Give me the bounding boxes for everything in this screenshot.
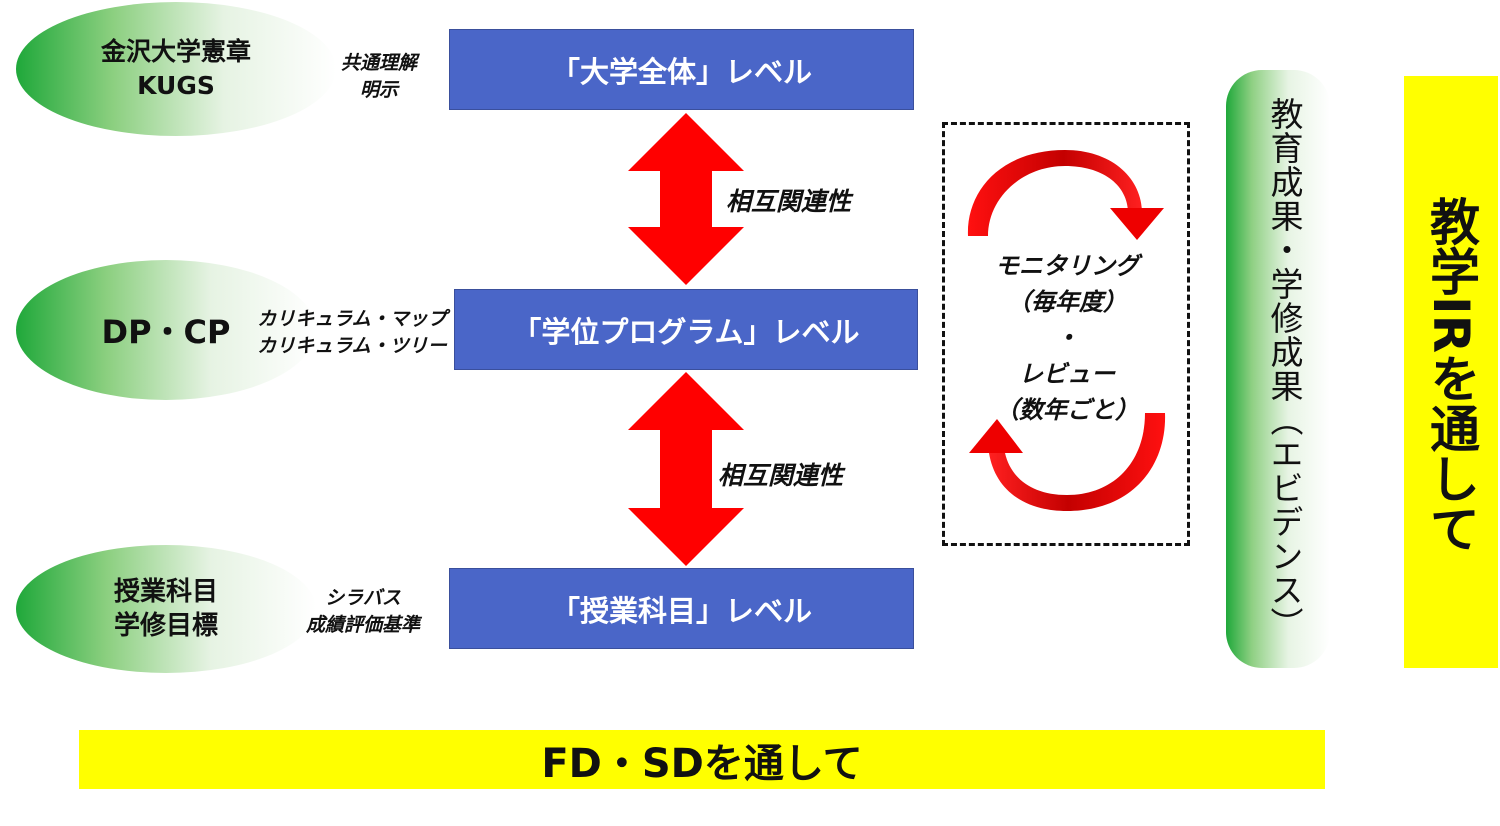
ir-label: 教学IRを通して <box>1406 190 1496 560</box>
evidence-text: 教育成果・学修成果（エビデンス） <box>1265 97 1304 641</box>
evidence-label: 教育成果・学修成果（エビデンス） <box>1254 84 1314 654</box>
double-arrow-upper <box>628 113 744 285</box>
ir-panel <box>1404 76 1498 668</box>
note-line: 成績評価基準 <box>305 614 420 636</box>
ellipse-line: 学修目標 <box>113 611 218 641</box>
level-university: 「大学全体」レベル <box>449 29 914 110</box>
ellipse-line: KUGS <box>137 71 215 100</box>
note-line: 明示 <box>359 79 398 101</box>
cycle-line: （毎年度） <box>1007 288 1127 316</box>
level-label: 「授業科目」レベル <box>550 593 812 628</box>
note-syllabus: シラバス 成績評価基準 <box>288 585 438 639</box>
cycle-line: （数年ごと） <box>995 396 1139 424</box>
cycle-arrow-bottom <box>969 413 1166 511</box>
level-label: 「大学全体」レベル <box>550 54 812 89</box>
level-label: 「学位プログラム」レベル <box>512 314 860 349</box>
note-curriculum: カリキュラム・マップ カリキュラム・ツリー <box>254 306 450 360</box>
level-degree-program: 「学位プログラム」レベル <box>454 289 918 370</box>
double-arrow-lower <box>628 372 744 566</box>
cycle-line: レビュー <box>1019 360 1115 388</box>
ellipse-kanazawa-charter: 金沢大学憲章 KUGS <box>16 2 336 136</box>
ir-text: 教学IRを通して <box>1422 196 1480 554</box>
fd-sd-text: FD・SDを通して <box>541 740 863 787</box>
ellipse-line: 金沢大学憲章 <box>100 37 251 66</box>
cycle-text: モニタリング （毎年度） ・ レビュー （数年ごと） <box>942 248 1192 428</box>
fd-sd-bar: FD・SDを通して <box>79 730 1325 789</box>
cycle-line: モニタリング <box>995 252 1139 280</box>
relation-label-lower: 相互関連性 <box>718 461 844 490</box>
ellipse-line: 授業科目 <box>113 577 218 607</box>
note-line: 共通理解 <box>340 52 417 74</box>
cycle-arrow-top <box>967 150 1164 240</box>
note-common-understanding: 共通理解 明示 <box>318 50 440 104</box>
ellipse-dp-cp: DP・CP <box>16 260 316 400</box>
evidence-panel <box>1226 70 1330 668</box>
note-line: カリキュラム・マップ <box>257 308 447 330</box>
level-course: 「授業科目」レベル <box>449 568 914 649</box>
note-line: シラバス <box>325 587 401 609</box>
ellipse-line: DP・CP <box>101 313 231 351</box>
ellipse-course-objectives: 授業科目 学修目標 <box>16 545 316 673</box>
note-line: カリキュラム・ツリー <box>257 335 447 357</box>
monitoring-cycle-box <box>942 122 1190 546</box>
relation-label-upper: 相互関連性 <box>726 187 852 216</box>
cycle-line: ・ <box>1055 324 1079 352</box>
